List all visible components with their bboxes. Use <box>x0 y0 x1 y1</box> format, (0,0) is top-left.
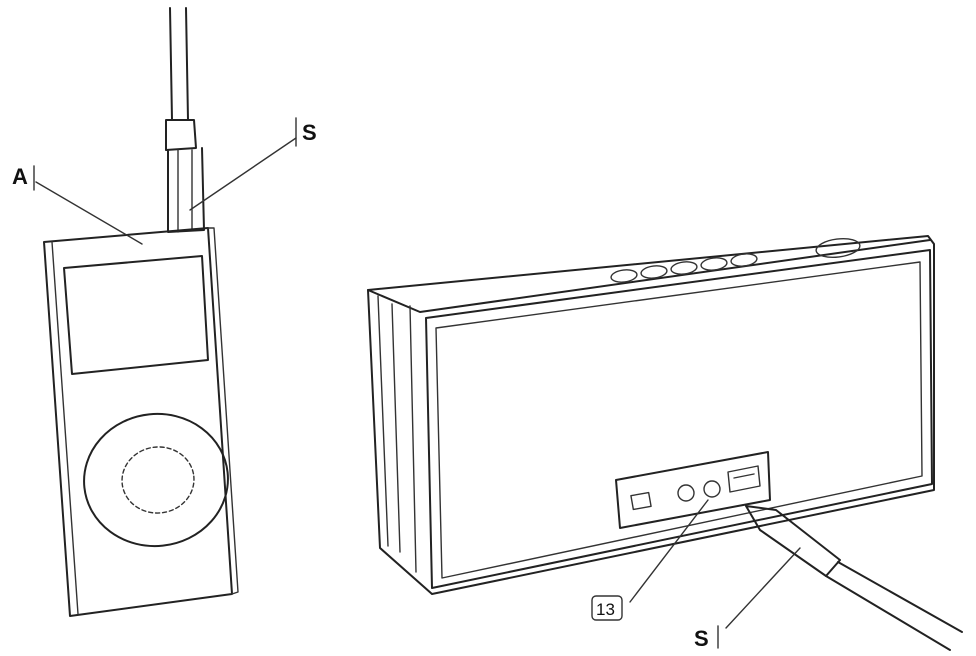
label-s-bottom: S <box>694 626 709 651</box>
speaker <box>367 235 963 651</box>
player-click-wheel <box>83 412 229 548</box>
leader-line-s-bottom <box>725 547 801 629</box>
leader-line-a <box>35 181 143 245</box>
player-center-button <box>121 446 195 514</box>
connector-panel <box>615 451 771 529</box>
music-player <box>43 7 239 617</box>
usb-port <box>727 465 761 493</box>
jack-port <box>677 484 695 502</box>
leader-line-13 <box>629 499 709 603</box>
player-screen <box>63 255 209 375</box>
speaker-front-panel <box>425 249 933 589</box>
audio-plug-bottom <box>745 505 841 577</box>
label-13: 13 <box>596 600 615 619</box>
power-switch <box>630 491 652 511</box>
label-13-box <box>591 595 623 621</box>
label-s-top: S <box>302 120 317 145</box>
speaker-grille <box>435 261 923 579</box>
cable-bottom <box>825 561 963 651</box>
speaker-top-buttons <box>610 237 861 283</box>
label-a: A <box>12 164 28 189</box>
leader-line-s-top <box>189 137 297 211</box>
cable-top <box>169 7 189 121</box>
audio-plug-top <box>165 119 205 233</box>
speaker-body <box>367 235 935 595</box>
aux-in-port <box>703 480 721 498</box>
